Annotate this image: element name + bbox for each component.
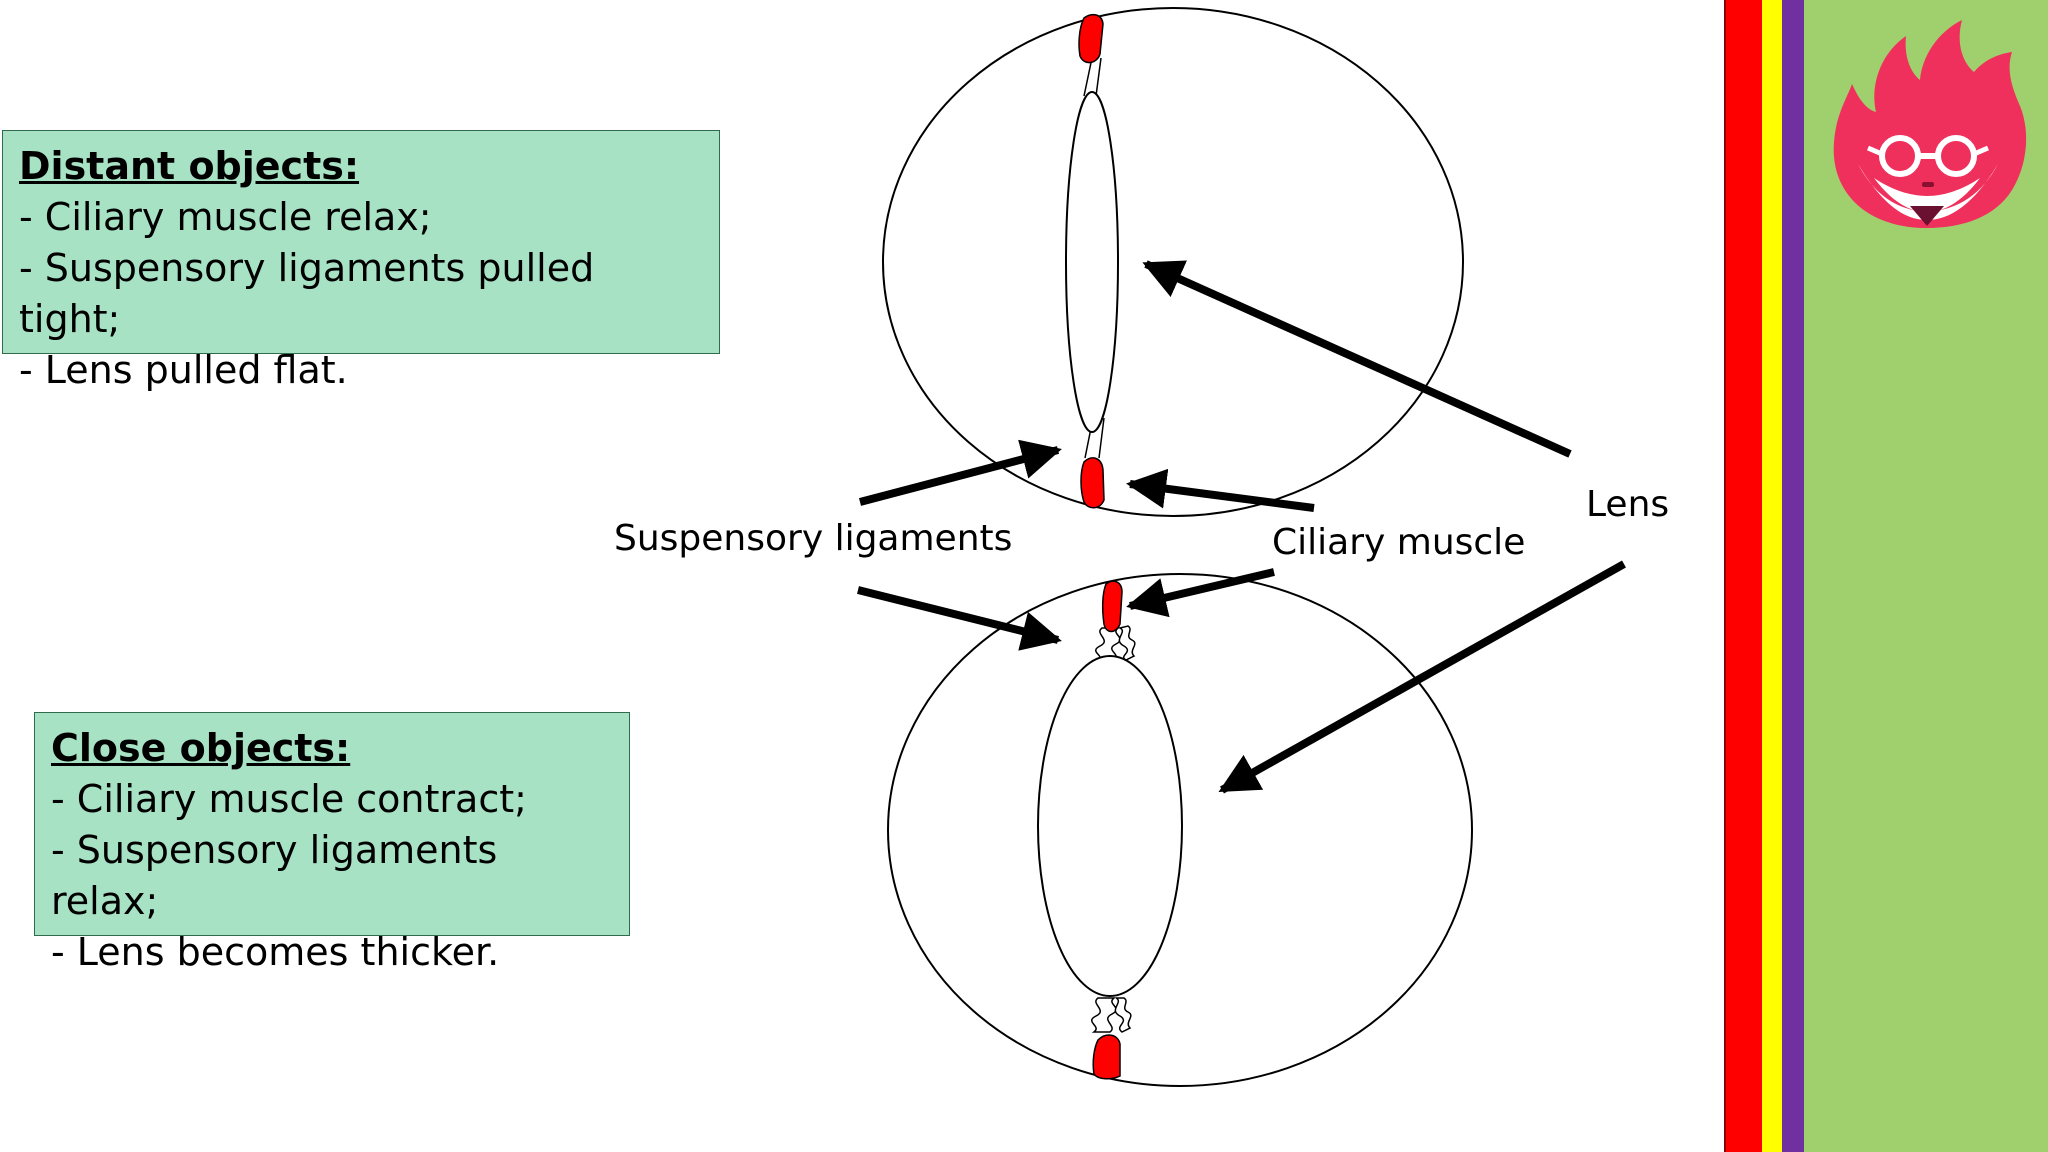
flame-mascot-with-glasses-icon [1833, 20, 2027, 228]
label-suspensory-ligaments: Suspensory ligaments [614, 518, 1012, 559]
distant-line-2: - Suspensory ligaments pulled tight; [19, 246, 595, 341]
close-objects-heading: Close objects: [51, 726, 351, 770]
lens-flat [1065, 91, 1119, 433]
pointer-arrows [857, 260, 1626, 794]
label-ciliary-muscle: Ciliary muscle [1272, 522, 1525, 563]
stripe-yellow [1762, 0, 1782, 1152]
stripe-purple [1782, 0, 1804, 1152]
arrow-ciliary-top [1126, 468, 1315, 512]
decorative-sidebar [1724, 0, 2048, 1152]
arrow-ciliary-bottom [1126, 568, 1275, 618]
arrow-lens-top [1142, 260, 1572, 458]
arrow-suspensory-top [858, 439, 1062, 506]
ciliary-muscle-top-upper [1078, 13, 1104, 64]
distant-objects-box: Distant objects: - Ciliary muscle relax;… [2, 130, 720, 392]
distant-line-1: - Ciliary muscle relax; [19, 195, 432, 239]
lens-thick [1037, 655, 1183, 997]
stripe-red [1724, 0, 1762, 1152]
eyeball-outline-bottom [887, 573, 1473, 1087]
close-line-2: - Suspensory ligaments relax; [51, 828, 498, 923]
ciliary-muscle-bottom-lower [1092, 1034, 1121, 1080]
arrow-lens-bottom [1218, 560, 1626, 794]
ciliary-muscle-bottom-upper [1101, 580, 1123, 633]
suspensory-ligaments-bottom [1091, 625, 1136, 1033]
label-lens: Lens [1586, 484, 1669, 525]
eye-close [887, 573, 1473, 1087]
close-line-1: - Ciliary muscle contract; [51, 777, 527, 821]
arrow-suspensory-bottom [857, 586, 1062, 651]
eyeball-outline-top [882, 7, 1464, 517]
ciliary-muscle-top-lower [1080, 457, 1105, 509]
close-line-3: - Lens becomes thicker. [51, 930, 500, 974]
close-objects-box: Close objects: - Ciliary muscle contract… [34, 712, 630, 974]
distant-line-3: - Lens pulled flat. [19, 348, 348, 392]
eye-distant [882, 7, 1464, 517]
distant-objects-heading: Distant objects: [19, 144, 360, 188]
